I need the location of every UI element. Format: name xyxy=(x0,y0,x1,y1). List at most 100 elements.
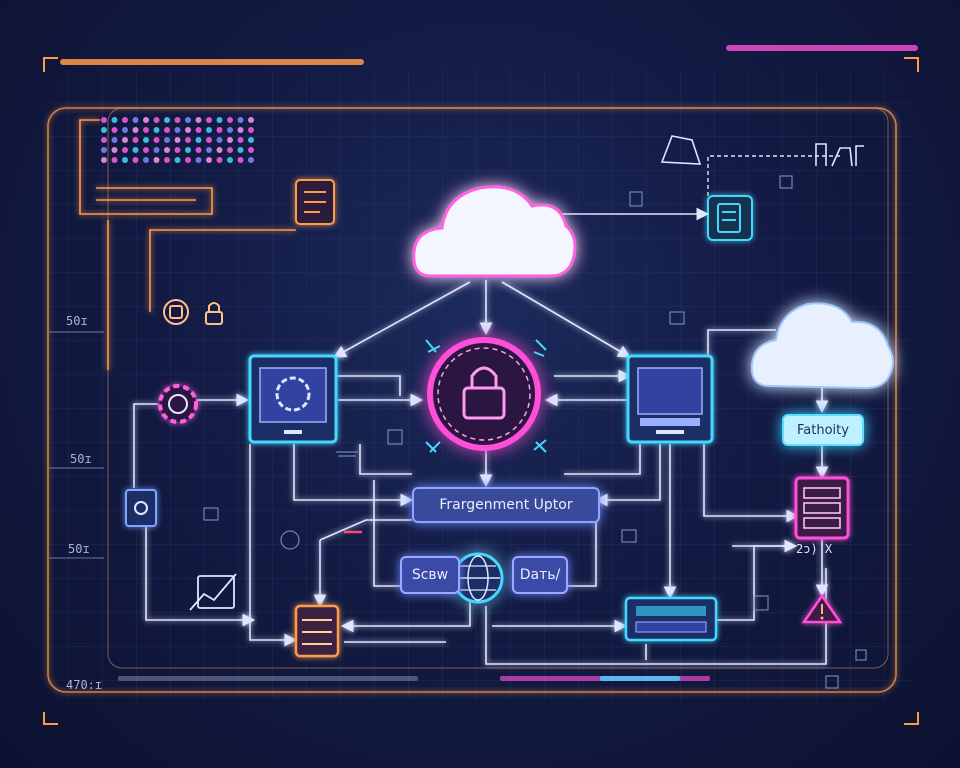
inner-frame xyxy=(107,107,889,669)
axis-label-top: 50ɪ xyxy=(66,314,88,328)
matrix-dot xyxy=(122,127,128,133)
matrix-dot xyxy=(164,137,170,143)
matrix-dot xyxy=(206,157,212,163)
matrix-dot xyxy=(111,137,118,143)
main-process-label: Frargenment Uptor xyxy=(412,487,600,523)
decorative-glyphs xyxy=(203,175,867,689)
matrix-dot xyxy=(237,157,244,163)
matrix-dot xyxy=(101,157,107,163)
matrix-dot xyxy=(101,127,107,133)
matrix-dot xyxy=(237,137,244,143)
matrix-dot xyxy=(248,127,254,133)
matrix-dot xyxy=(227,157,233,163)
matrix-dot xyxy=(164,157,170,163)
bottom-status-bar-left xyxy=(118,676,418,681)
warning-icon xyxy=(801,593,843,624)
matrix-dot xyxy=(185,147,191,153)
matrix-dot xyxy=(227,117,233,123)
matrix-dot xyxy=(185,157,191,163)
matrix-dot xyxy=(195,127,202,133)
axis-label-middle: 50ɪ xyxy=(70,452,92,466)
matrix-dot xyxy=(132,157,139,163)
matrix-dot xyxy=(164,117,170,123)
matrix-dot xyxy=(195,137,202,143)
matrix-dot xyxy=(101,137,107,143)
monitor-icon xyxy=(248,354,338,444)
matrix-dot xyxy=(111,147,118,153)
cloud-icon xyxy=(412,185,577,278)
matrix-dot xyxy=(237,117,244,123)
matrix-dot xyxy=(248,157,254,163)
matrix-dot xyxy=(227,127,233,133)
matrix-dot xyxy=(101,147,107,153)
matrix-dot xyxy=(174,147,181,153)
matrix-dot xyxy=(101,117,107,123)
laptop-icon xyxy=(626,354,714,444)
chart-icon xyxy=(189,573,237,611)
matrix-dot xyxy=(185,137,191,143)
left-node-label: Sсвw xyxy=(400,556,460,594)
sync-arrows xyxy=(425,339,547,453)
matrix-dot xyxy=(216,157,223,163)
gear-icon xyxy=(158,384,198,424)
matrix-dot xyxy=(122,137,128,143)
matrix-dot xyxy=(248,117,254,123)
matrix-dot xyxy=(248,137,254,143)
server-rack-icon xyxy=(294,604,340,658)
matrix-dot xyxy=(153,117,160,123)
matrix-dot xyxy=(143,117,149,123)
clipboard-icon xyxy=(295,179,335,225)
matrix-dot xyxy=(174,127,181,133)
matrix-dot xyxy=(164,147,170,153)
code-label: 2ɔ) X xyxy=(796,542,833,556)
frame-corners xyxy=(43,57,919,725)
matrix-dot xyxy=(227,147,233,153)
matrix-dot xyxy=(153,157,160,163)
matrix-dot xyxy=(206,147,212,153)
matrix-dot xyxy=(153,147,160,153)
matrix-dot xyxy=(122,147,128,153)
axis-label-bottom: 470:ɪ xyxy=(66,678,103,692)
matrix-dot xyxy=(195,147,202,153)
matrix-dot xyxy=(132,147,139,153)
outer-frame xyxy=(47,107,897,693)
matrix-dot xyxy=(132,117,139,123)
padlock-icon xyxy=(163,299,223,325)
matrix-dot xyxy=(195,117,202,123)
matrix-dot xyxy=(143,137,149,143)
matrix-dot xyxy=(237,127,244,133)
matrix-dot xyxy=(227,137,233,143)
matrix-dot xyxy=(216,117,223,123)
bottom-status-bar-accent xyxy=(600,676,680,681)
matrix-dot xyxy=(174,117,181,123)
right-node-label: Dать/ xyxy=(512,556,568,594)
top-progress-bar-right xyxy=(726,45,918,51)
matrix-dot xyxy=(143,147,149,153)
cloud-icon xyxy=(750,302,894,390)
globe-icon xyxy=(452,552,504,604)
matrix-dot xyxy=(216,127,223,133)
top-progress-bar-left xyxy=(60,59,364,65)
matrix-dot xyxy=(206,127,212,133)
connector-lines xyxy=(133,280,829,665)
document-icon xyxy=(707,195,753,241)
side-ticks xyxy=(48,331,104,559)
server-rack-icon xyxy=(794,476,850,540)
axis-label-lower: 50ɪ xyxy=(68,542,90,556)
matrix-dot xyxy=(206,117,212,123)
matrix-dot xyxy=(132,137,139,143)
matrix-dot xyxy=(248,147,254,153)
authority-label: Fathoity xyxy=(782,414,864,446)
matrix-dot xyxy=(153,127,160,133)
matrix-dot xyxy=(206,137,212,143)
matrix-dot xyxy=(185,117,191,123)
matrix-dot xyxy=(216,137,223,143)
matrix-dot xyxy=(122,117,128,123)
dot-matrix xyxy=(101,117,254,163)
matrix-dot xyxy=(122,157,128,163)
matrix-dot xyxy=(174,157,181,163)
server-icon xyxy=(125,489,157,527)
matrix-dot xyxy=(216,147,223,153)
matrix-dot xyxy=(143,157,149,163)
